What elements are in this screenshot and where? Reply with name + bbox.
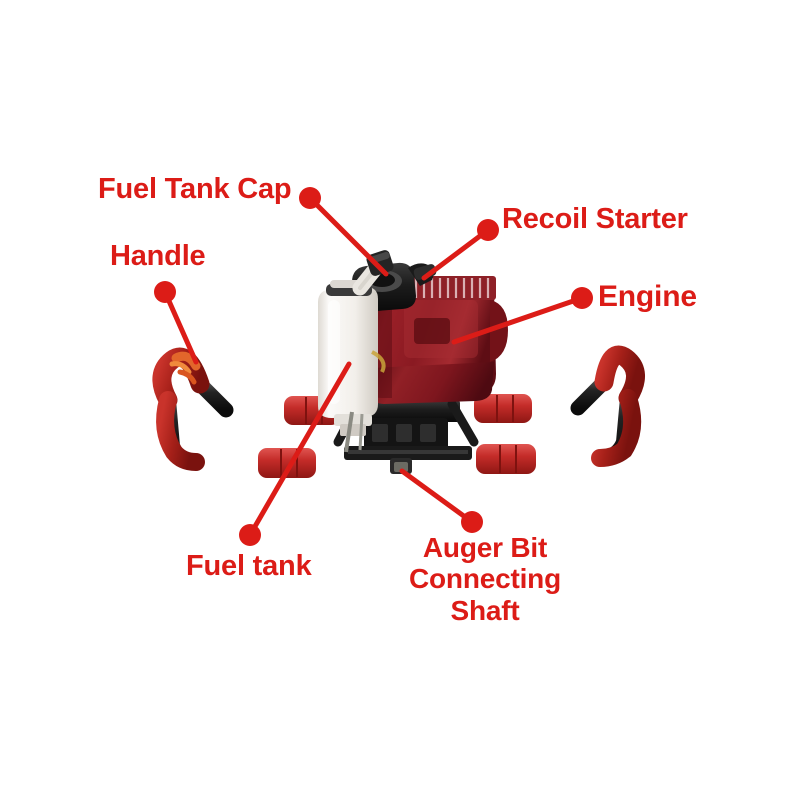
right-lower-grip — [476, 444, 536, 474]
callout-label-recoil-starter: Recoil Starter — [502, 203, 688, 235]
right-upper-grip — [474, 394, 532, 423]
leader-line-fuel-tank — [247, 361, 352, 538]
leader-line-recoil-starter — [421, 227, 491, 281]
left-handle-assembly — [152, 347, 369, 478]
callout-dot-engine — [571, 287, 593, 309]
engine-recess — [414, 318, 450, 344]
callout-dot-handle — [154, 281, 176, 303]
callout-dot-recoil-starter — [477, 219, 499, 241]
callout-dot-auger-shaft — [461, 511, 483, 533]
right-handle-assembly — [438, 345, 645, 474]
callout-label-handle: Handle — [110, 240, 206, 272]
leader-line-engine — [451, 295, 585, 345]
callout-label-auger-line-1: Auger Bit — [422, 532, 548, 563]
callout-dot-fuel-tank-cap — [299, 187, 321, 209]
callout-label-auger-shaft: Auger Bit Connecting Shaft — [400, 532, 570, 626]
callout-label-fuel-tank-cap: Fuel Tank Cap — [98, 173, 292, 205]
callout-label-engine: Engine — [598, 280, 697, 313]
callout-label-auger-line-3: Shaft — [450, 594, 520, 626]
leader-line-fuel-tank-cap — [307, 195, 389, 277]
callout-label-fuel-tank: Fuel tank — [186, 550, 312, 582]
callout-dot-fuel-tank — [239, 524, 261, 546]
callout-label-auger-line-2: Connecting — [409, 563, 561, 595]
fuel-tank — [318, 250, 394, 436]
leader-line-auger-shaft — [399, 468, 475, 525]
gearbox-mount — [333, 399, 479, 474]
leader-line-handle — [162, 289, 199, 365]
